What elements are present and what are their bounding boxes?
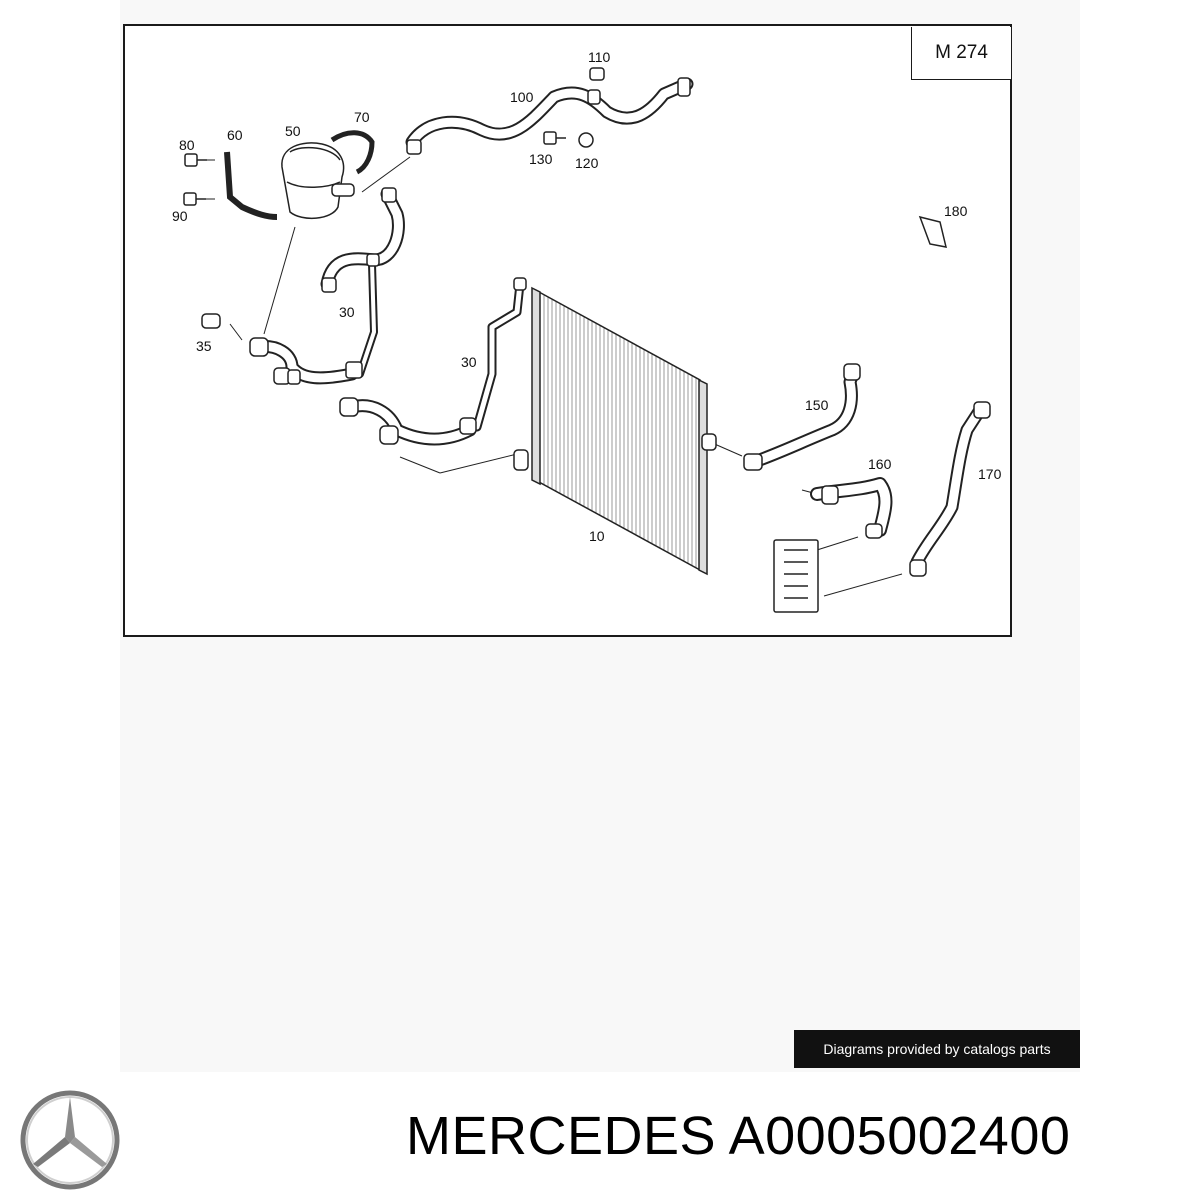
hose-clamps xyxy=(249,77,991,577)
part-label-130: 130 xyxy=(529,151,553,167)
bracket-part-60 xyxy=(224,151,278,220)
part-label-30b: 30 xyxy=(461,354,477,370)
small-fasteners xyxy=(183,67,947,329)
diagram-drawing xyxy=(183,67,991,613)
part-label-110: 110 xyxy=(588,49,611,65)
part-label-180: 180 xyxy=(944,203,968,219)
part-label-170: 170 xyxy=(978,466,1002,482)
part-label-90: 90 xyxy=(172,208,188,224)
radiator-part-10 xyxy=(513,286,717,576)
part-label-60: 60 xyxy=(227,127,243,143)
part-label-160: 160 xyxy=(868,456,892,472)
brand-part-title: MERCEDES A0005002400 xyxy=(406,1106,1071,1166)
expansion-tank-part-50 xyxy=(281,142,355,219)
parts-diagram: M 274 10 30 30 35 50 60 70 80 90 100 110… xyxy=(123,24,1012,637)
part-label-50: 50 xyxy=(285,123,301,139)
credit-text: Diagrams provided by catalogs parts xyxy=(823,1041,1051,1057)
mercedes-star-icon xyxy=(20,1090,120,1190)
part-label-30a: 30 xyxy=(339,304,355,320)
oil-cooler xyxy=(773,539,819,613)
part-label-70: 70 xyxy=(354,109,370,125)
part-label-35: 35 xyxy=(196,338,212,354)
part-label-150: 150 xyxy=(805,397,829,413)
bracket-part-70 xyxy=(330,130,375,175)
part-label-80: 80 xyxy=(179,137,195,153)
diagram-credit-badge: Diagrams provided by catalogs parts xyxy=(794,1030,1080,1068)
part-label-10: 10 xyxy=(589,528,605,544)
engine-code-box: M 274 xyxy=(911,27,1011,80)
part-label-100: 100 xyxy=(510,89,534,105)
part-label-120: 120 xyxy=(575,155,599,171)
engine-code: M 274 xyxy=(935,42,988,63)
